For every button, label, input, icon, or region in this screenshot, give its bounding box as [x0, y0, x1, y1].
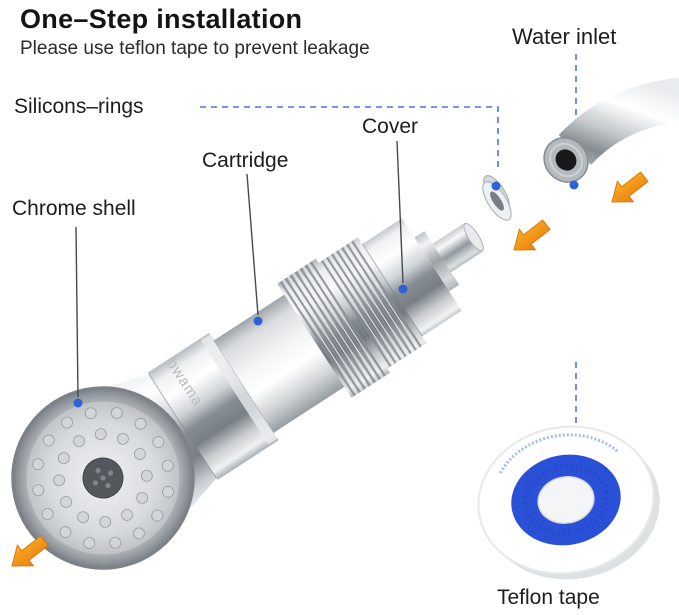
cartridge-leader-line — [246, 173, 259, 316]
nipple-end-cap — [463, 223, 484, 252]
callout-cover: Cover — [362, 115, 419, 138]
callout-teflon-tape: Teflon tape — [497, 586, 600, 609]
cover-step — [414, 231, 460, 292]
shell-white-band — [200, 334, 278, 445]
silicone-ring — [482, 175, 512, 221]
dashed-guides — [200, 54, 577, 425]
callout-cartridge: Cartridge — [202, 149, 289, 172]
center-spray-hub — [82, 457, 124, 499]
shower-head: bwama — [11, 218, 484, 570]
tape-core-hole — [537, 476, 595, 524]
faceplate — [11, 386, 195, 570]
chrome-shell-leader-line — [75, 226, 79, 398]
callout-dots — [73, 180, 579, 408]
page-subtitle: Please use teflon tape to prevent leakag… — [20, 38, 370, 59]
assembly-arrow-icon — [603, 166, 653, 213]
callout-water-inlet: Water inlet — [512, 24, 617, 49]
chrome-shell-section — [147, 332, 279, 480]
callout-silicone-rings: Silicons–rings — [14, 95, 144, 118]
chrome-shell-dot — [73, 398, 83, 408]
cartridge-section — [213, 294, 345, 433]
cartridge-dot — [253, 316, 263, 326]
teflon-tape-roll — [477, 425, 660, 580]
leader-lines — [75, 140, 404, 398]
silicone-ring-dot — [491, 181, 501, 191]
nozzle-ring-inner — [53, 428, 153, 528]
nozzle-ring-outer — [32, 407, 174, 549]
pipe-threaded-end — [543, 137, 589, 183]
page-title: One–Step installation — [20, 4, 303, 34]
water-inlet-pipe — [543, 77, 679, 183]
tape-rim-print — [498, 433, 620, 474]
pipe-opening — [555, 149, 577, 171]
water-inlet-dot — [569, 180, 579, 190]
callout-chrome-shell: Chrome shell — [12, 197, 136, 220]
cover-dot — [398, 284, 408, 294]
silicone-rings-guide-line — [200, 106, 499, 168]
cover-section — [362, 218, 462, 337]
assembly-arrow-icon — [505, 214, 555, 261]
cover-leader-line — [396, 140, 404, 284]
tape-ring-print — [522, 463, 610, 537]
